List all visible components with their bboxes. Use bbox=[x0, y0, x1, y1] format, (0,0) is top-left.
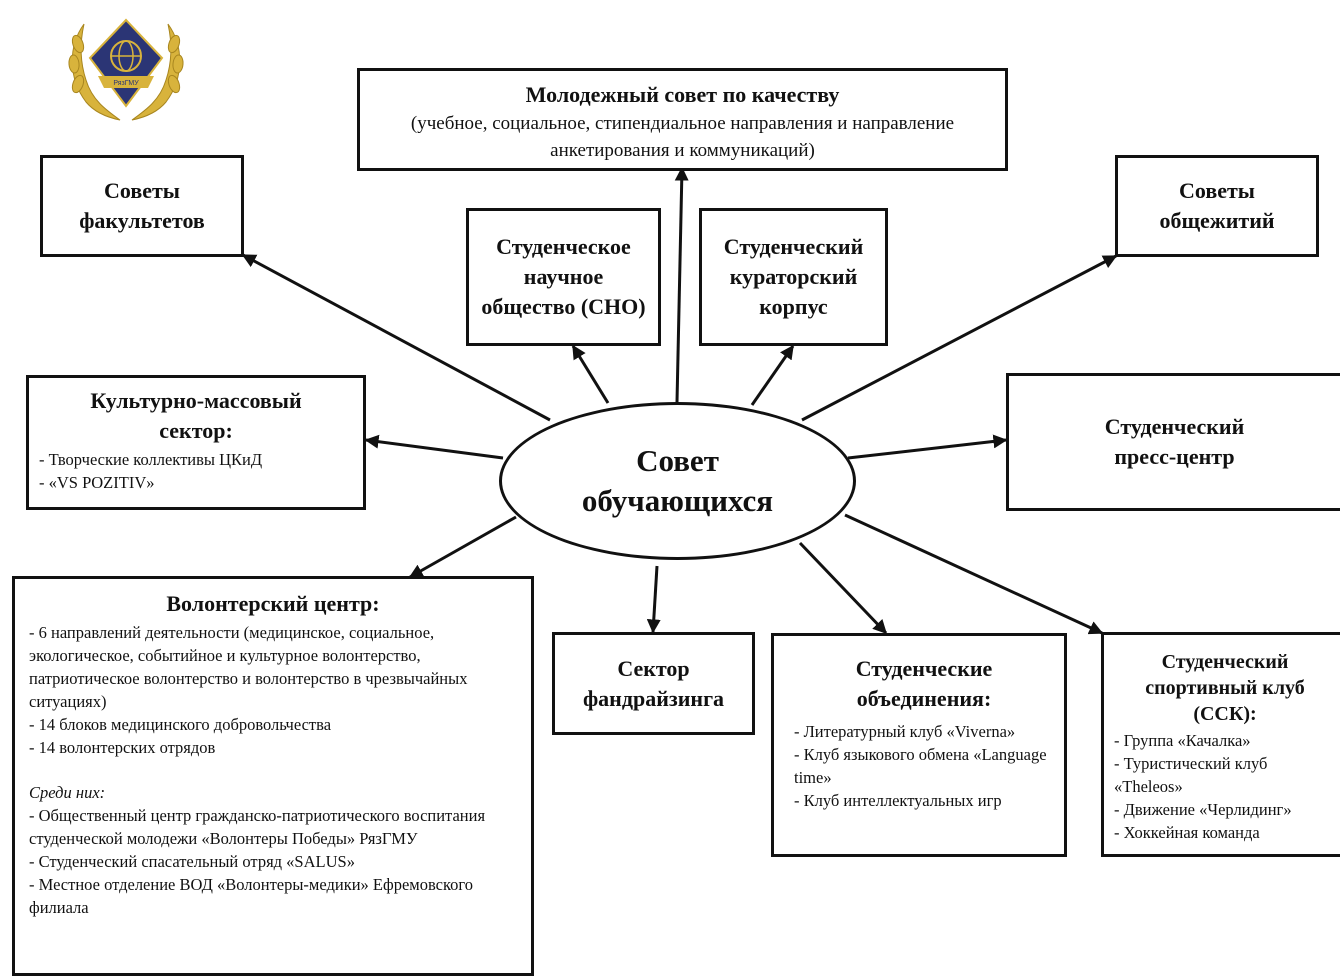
volunteer-center-item: - Студенческий спасательный отряд «SALUS… bbox=[29, 852, 355, 871]
fundraising-title: Сектор фандрайзинга bbox=[582, 655, 725, 711]
press-center-box: Студенческий пресс-центр bbox=[1006, 373, 1340, 511]
volunteer-center-note: Среди них: bbox=[29, 783, 106, 802]
university-logo: РязГМУ bbox=[62, 14, 190, 124]
arrow-to-curator-corps bbox=[750, 344, 795, 406]
culture-sector-item: - Творческие коллективы ЦКиД bbox=[39, 450, 263, 469]
youth-council-subtitle: (учебное, социальное, стипендиальное нап… bbox=[410, 112, 955, 161]
culture-sector-item: - «VS POZITIV» bbox=[39, 473, 155, 492]
volunteer-center-item: - 6 направлений деятельности (медицинско… bbox=[29, 623, 468, 711]
faculty-councils-box: Советы факультетов bbox=[40, 155, 244, 257]
sport-club-box: Студенческий спортивный клуб (ССК): - Гр… bbox=[1101, 632, 1340, 857]
sport-club-item: - Хоккейная команда bbox=[1114, 823, 1260, 842]
logo-text: РязГМУ bbox=[113, 80, 139, 87]
volunteer-center-item: - 14 блоков медицинского добровольчества bbox=[29, 715, 332, 734]
sport-club-item: - Группа «Качалка» bbox=[1114, 731, 1251, 750]
associations-item: - Клуб языкового обмена «Language time» bbox=[794, 745, 1047, 787]
youth-council-title: Молодежный совет по качеству bbox=[525, 81, 840, 107]
sport-club-title: Студенческий спортивный клуб (ССК): bbox=[1145, 651, 1305, 725]
arrow-to-fundraising bbox=[646, 565, 661, 634]
culture-sector-title: Культурно-массовый сектор: bbox=[90, 388, 302, 443]
curator-corps-box: Студенческий кураторский корпус bbox=[699, 208, 888, 346]
curator-corps-title: Студенческий кураторский корпус bbox=[723, 234, 864, 319]
arrow-to-dorm-councils bbox=[801, 254, 1118, 422]
volunteer-center-box: Волонтерский центр: - 6 направлений деят… bbox=[12, 576, 534, 976]
culture-sector-box: Культурно-массовый сектор: - Творческие … bbox=[26, 375, 366, 510]
faculty-councils-title: Советы факультетов bbox=[79, 178, 205, 233]
associations-box: Студенческие объединения: - Литературный… bbox=[771, 633, 1067, 857]
arrow-to-youth-council bbox=[674, 166, 689, 403]
sport-club-item: - Туристический клуб «Theleos» bbox=[1114, 754, 1268, 796]
arrow-to-press-center bbox=[847, 434, 1008, 460]
youth-council-box: Молодежный совет по качеству (учебное, с… bbox=[357, 68, 1008, 171]
volunteer-center-item: - 14 волонтерских отрядов bbox=[29, 738, 216, 757]
volunteer-center-item: - Общественный центр гражданско-патриоти… bbox=[29, 806, 486, 848]
arrow-to-associations bbox=[798, 541, 888, 635]
fundraising-box: Сектор фандрайзинга bbox=[552, 632, 755, 735]
press-center-title: Студенческий пресс-центр bbox=[1104, 414, 1245, 469]
sno-box: Студенческое научное общество (СНО) bbox=[466, 208, 661, 346]
associations-title: Студенческие объединения: bbox=[855, 656, 993, 711]
volunteer-center-item: - Местное отделение ВОД «Волонтеры-медик… bbox=[29, 875, 474, 917]
emblem-icon: РязГМУ bbox=[68, 18, 184, 121]
arrow-to-culture-sector bbox=[364, 434, 504, 460]
sno-title: Студенческое научное общество (СНО) bbox=[481, 234, 646, 319]
center-council-ellipse: Совет обучающихся bbox=[499, 402, 856, 560]
associations-item: - Клуб интеллектуальных игр bbox=[794, 791, 1002, 810]
volunteer-center-title: Волонтерский центр: bbox=[166, 591, 380, 616]
arrow-to-faculty-councils bbox=[241, 253, 551, 422]
associations-item: - Литературный клуб «Viverna» bbox=[794, 722, 1016, 741]
arrow-to-sport-club bbox=[844, 513, 1104, 635]
dorm-councils-title: Советы общежитий bbox=[1159, 178, 1275, 233]
arrow-to-volunteer-center bbox=[408, 515, 517, 579]
arrow-to-sno bbox=[571, 344, 610, 404]
sport-club-item: - Движение «Черлидинг» bbox=[1114, 800, 1292, 819]
dorm-councils-box: Советы общежитий bbox=[1115, 155, 1319, 257]
center-council-label: Совет обучающихся bbox=[581, 443, 774, 518]
